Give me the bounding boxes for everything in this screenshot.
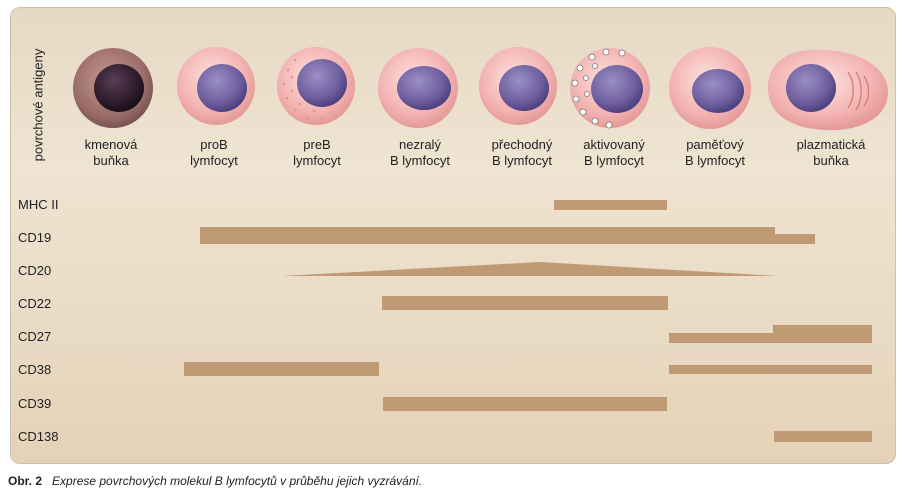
bar-cd38-early bbox=[184, 362, 379, 376]
marker-label-cd27: CD27 bbox=[18, 329, 52, 344]
marker-label-cd22: CD22 bbox=[18, 296, 52, 311]
bar-cd38-late bbox=[669, 365, 872, 374]
cell-preb bbox=[277, 47, 355, 125]
marker-label-cd138: CD138 bbox=[18, 429, 59, 444]
cell-immature bbox=[378, 48, 458, 128]
marker-label-mhc2: MHC II bbox=[18, 197, 59, 212]
bar-cd27-thick bbox=[773, 325, 872, 343]
bar-cd27-thin bbox=[669, 333, 773, 343]
marker-label-cd39: CD39 bbox=[18, 396, 52, 411]
cell-prob bbox=[177, 47, 255, 125]
bar-cd39 bbox=[383, 397, 667, 411]
marker-label-cd20: CD20 bbox=[18, 263, 52, 278]
bar-cd19-tail bbox=[775, 234, 815, 244]
bar-cd138 bbox=[774, 431, 872, 442]
marker-label-cd19: CD19 bbox=[18, 230, 52, 245]
y-axis-title: povrchové antigeny bbox=[30, 48, 46, 162]
cell-memory bbox=[669, 47, 751, 129]
marker-label-cd38: CD38 bbox=[18, 362, 52, 377]
cell-transitional bbox=[479, 47, 557, 125]
cell-stem bbox=[73, 48, 153, 128]
bar-cd20 bbox=[282, 262, 778, 276]
caption-label: Obr. 2 bbox=[8, 474, 43, 488]
expression-bars bbox=[184, 200, 872, 442]
bar-mhc2 bbox=[554, 200, 667, 210]
cell-plasma bbox=[768, 49, 888, 131]
bar-cd22 bbox=[382, 296, 668, 310]
caption-text: Exprese povrchových molekul B lymfocytů … bbox=[52, 474, 423, 488]
figure-caption: Obr. 2 Exprese povrchových molekul B lym… bbox=[8, 474, 422, 488]
cell-activated bbox=[570, 48, 650, 129]
bar-cd19-main bbox=[200, 227, 775, 244]
